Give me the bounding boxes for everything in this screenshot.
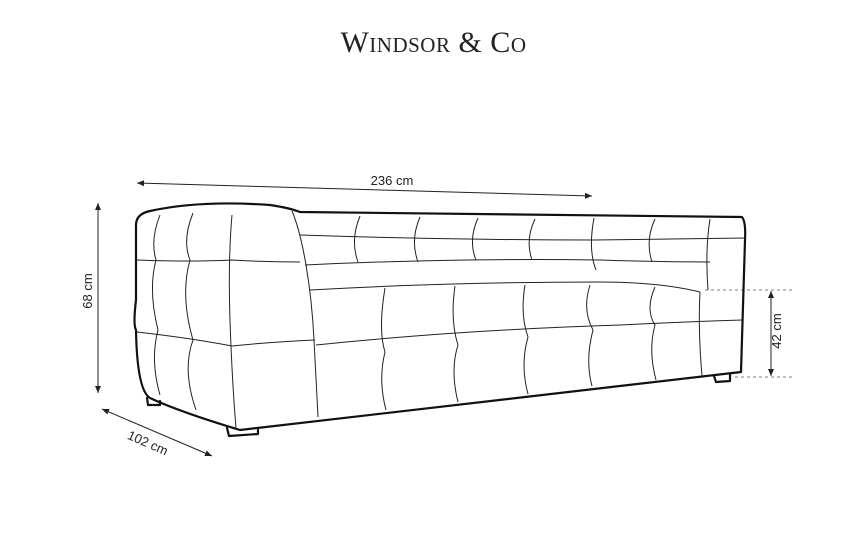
brand-logo: Windsor & Co xyxy=(340,26,527,59)
depth-arrow xyxy=(101,408,213,457)
seat-height-label: 42 cm xyxy=(769,313,784,348)
width-arrow xyxy=(136,180,593,199)
sofa-drawing xyxy=(133,202,747,438)
width-label: 236 cm xyxy=(371,173,414,188)
height-label: 68 cm xyxy=(80,273,95,308)
depth-label: 102 cm xyxy=(125,427,170,458)
